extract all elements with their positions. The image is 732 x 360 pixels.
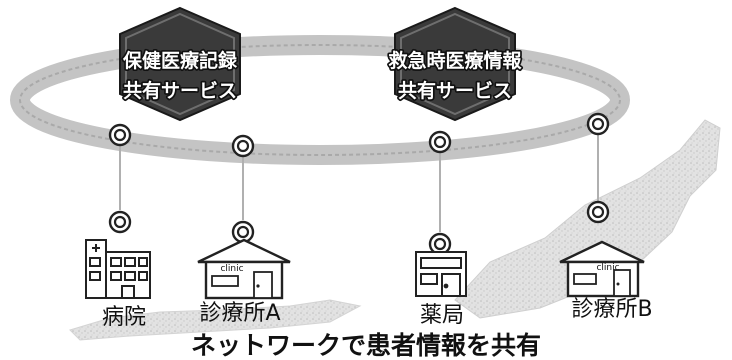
clinic-b-building-icon: clinic: [559, 240, 645, 298]
clinic-a-building-icon: clinic: [197, 238, 291, 300]
node-icon: [108, 123, 132, 147]
node-icon: [428, 130, 452, 154]
service-label-line1: 保健医療記録: [122, 49, 238, 72]
node-icon: [231, 134, 255, 158]
place-label-hospital: 病院: [102, 305, 146, 330]
node-icon: [231, 220, 255, 244]
service-ring: [10, 35, 630, 165]
node-icon: [586, 112, 610, 136]
map-background: [69, 119, 721, 341]
service-label-line2: 共有サービス: [123, 79, 237, 102]
place-label-clinic-b: 診療所B: [571, 297, 652, 322]
node-icon: [108, 210, 132, 234]
hospital-building-icon: [85, 239, 151, 299]
service-hexagon-emergency-info[interactable]: 救急時医療情報 共有サービス: [387, 6, 524, 122]
node-icon: [586, 200, 610, 224]
service-hexagon-health-records[interactable]: 保健医療記録 共有サービス: [119, 6, 241, 122]
pharmacy-building-icon: [415, 251, 467, 297]
place-label-clinic-a: 診療所A: [199, 301, 280, 326]
connection-nodes: [108, 112, 610, 256]
clinic-sign: clinic: [596, 263, 619, 273]
place-label-pharmacy: 薬局: [420, 303, 464, 328]
clinic-sign: clinic: [220, 264, 243, 274]
diagram-caption: ネットワークで患者情報を共有: [191, 331, 541, 360]
service-label-line2: 共有サービス: [398, 79, 512, 102]
service-label-line1: 救急時医療情報: [388, 49, 522, 72]
